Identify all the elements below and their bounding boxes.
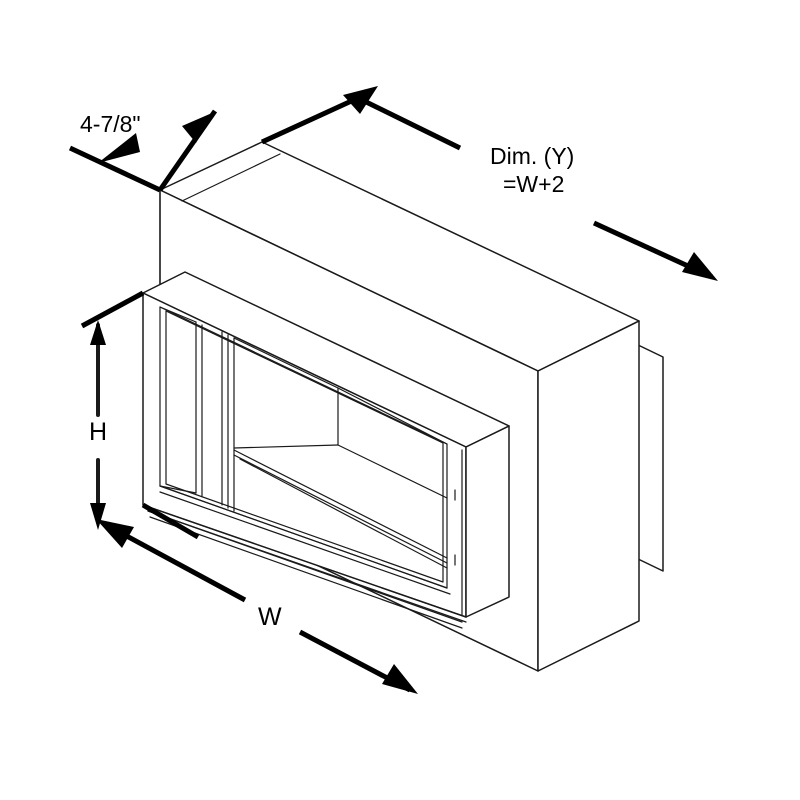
louver-blade-1c — [239, 458, 448, 569]
louver-cavity-floor-2 — [337, 444, 448, 499]
width-dimension-label: W — [258, 603, 282, 631]
louver-opening-outline-2 — [165, 310, 444, 583]
louver-blade-2b — [159, 491, 451, 595]
louver-cavity-floor — [233, 444, 339, 449]
dim-y-arrowhead-right — [682, 252, 718, 281]
dim-y-label-line1: Dim. (Y) — [490, 143, 574, 169]
louver-blade-1b — [233, 454, 448, 564]
dim-y-dimension: Dim. (Y) =W+2 — [260, 86, 718, 281]
louver-blade-3 — [147, 510, 463, 623]
louver-right-face — [465, 425, 510, 618]
louver-left-jamb-4 — [159, 485, 197, 494]
depth-arrowhead-left — [98, 133, 140, 163]
width-dimension: W — [96, 519, 418, 694]
louver-bottom-face — [142, 504, 467, 618]
width-arrowhead-right — [382, 664, 418, 694]
louver-frame — [142, 271, 510, 629]
louver-blade-2 — [159, 485, 448, 589]
height-dimension-label: H — [89, 418, 107, 446]
depth-arrowhead-right — [182, 113, 212, 143]
dim-y-label-line2: =W+2 — [503, 171, 564, 197]
depth-dimension-label: 4-7/8" — [80, 111, 141, 137]
sleeve-right-face — [537, 320, 640, 672]
height-arrowhead-top — [90, 320, 106, 345]
louver-cavity-back-edge — [337, 387, 448, 445]
louver-left-jamb-3 — [159, 306, 197, 323]
louver-blade-3b — [149, 516, 463, 629]
louver-blades — [147, 449, 463, 629]
width-arrowhead-left — [96, 519, 134, 548]
louver-blade-1 — [233, 449, 448, 559]
height-dimension: H — [80, 290, 200, 540]
depth-dimension: 4-7/8" — [68, 109, 218, 193]
sleeve-top-inner-edge — [181, 153, 281, 202]
height-arrowhead-bottom — [90, 503, 106, 530]
